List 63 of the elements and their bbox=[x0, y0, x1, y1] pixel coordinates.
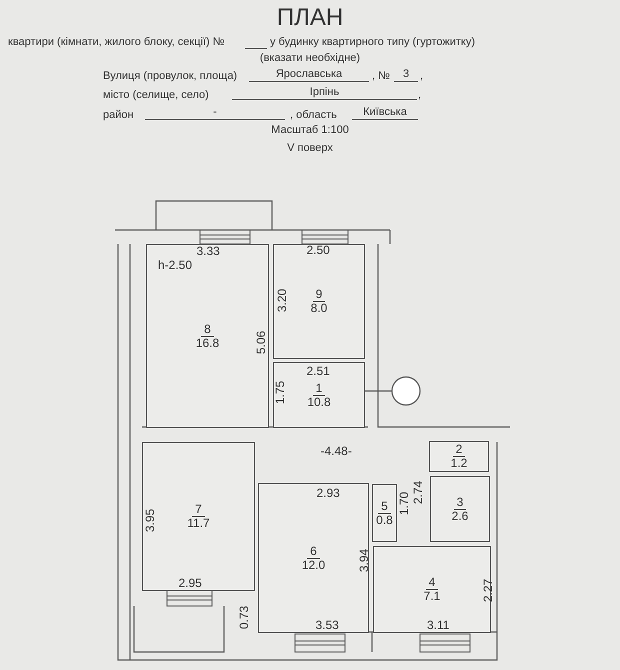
form-text: у будинку квартирного типу (гуртожитку) bbox=[270, 36, 476, 49]
form-text: (вказати необхідне) bbox=[258, 52, 362, 65]
dimension-value: -4.48- bbox=[320, 444, 352, 458]
plan-title: ПЛАН bbox=[276, 4, 344, 32]
dimension-value: 2.50 bbox=[306, 244, 330, 256]
room-outline bbox=[373, 546, 491, 633]
room-number: 2 bbox=[452, 443, 466, 457]
dimension-value: 1.75 bbox=[274, 380, 287, 404]
dimension-value: 3.53 bbox=[316, 618, 339, 632]
form-text: , область bbox=[290, 109, 337, 122]
room-number: 6 bbox=[307, 544, 320, 558]
form-text: , bbox=[418, 89, 422, 102]
room-area: 7.1 bbox=[424, 590, 440, 603]
dimension-value: 3.11 bbox=[427, 618, 450, 632]
room-area: 8.0 bbox=[310, 302, 328, 315]
room-area: 16.8 bbox=[196, 336, 220, 350]
dimension-value: 3.20 bbox=[276, 288, 289, 312]
room-outline bbox=[273, 362, 365, 428]
fill-in-line: 3 bbox=[394, 68, 418, 82]
room-number: 3 bbox=[454, 496, 466, 510]
dimension-value: 2.27 bbox=[482, 578, 495, 602]
fill-in-line: Ірпінь bbox=[232, 86, 417, 100]
dimension-value: 2.51 bbox=[306, 364, 330, 378]
form-text: район bbox=[103, 109, 134, 122]
form-text: Масштаб 1:100 bbox=[270, 124, 350, 137]
room-number: 4 bbox=[426, 576, 438, 590]
room-outline bbox=[258, 483, 369, 633]
room-area: 10.8 bbox=[307, 396, 331, 408]
room-area: 2.6 bbox=[452, 510, 468, 522]
room-number: 5 bbox=[378, 500, 391, 514]
room-number: 9 bbox=[312, 288, 326, 302]
dimension-value: 1.70 bbox=[398, 491, 411, 515]
form-text: , bbox=[420, 70, 424, 83]
room-outline bbox=[372, 484, 397, 542]
room-outline bbox=[429, 441, 489, 472]
room-outline bbox=[142, 442, 255, 591]
form-text: місто (селище, село) bbox=[103, 89, 209, 102]
dimension-value: 3.95 bbox=[144, 508, 157, 532]
form-text: , № bbox=[372, 70, 390, 83]
dimension-value: 5.06 bbox=[254, 330, 268, 354]
room-number: 7 bbox=[192, 503, 205, 517]
room-outline bbox=[146, 244, 269, 428]
room-area: 12.0 bbox=[302, 558, 326, 572]
dimension-value: 2.95 bbox=[178, 576, 202, 590]
dimension-value: 3.94 bbox=[358, 548, 371, 572]
dimension-value: 2.74 bbox=[412, 480, 425, 504]
room-area: 11.7 bbox=[187, 517, 210, 530]
form-text: Вулиця (провулок, площа) bbox=[103, 70, 238, 83]
form-text: квартири (кімнати, жилого блоку, секції) № bbox=[8, 36, 225, 49]
dimension-value: h-2.50 bbox=[158, 258, 192, 272]
fill-in-line: - bbox=[145, 106, 285, 120]
room-outline bbox=[273, 244, 365, 359]
room-number: 1 bbox=[312, 382, 326, 396]
room-area: 0.8 bbox=[376, 514, 393, 526]
fill-in-line: Київська bbox=[352, 106, 418, 120]
room-area: 1.2 bbox=[450, 457, 468, 470]
room-outline bbox=[430, 476, 490, 542]
dimension-value: 2.93 bbox=[316, 486, 340, 500]
dimension-value: 3.33 bbox=[196, 244, 220, 258]
dimension-value: 0.73 bbox=[238, 605, 251, 629]
form-text: V поверх bbox=[286, 142, 334, 155]
room-number: 8 bbox=[201, 322, 214, 336]
fill-in-line: Ярославська bbox=[249, 68, 369, 82]
